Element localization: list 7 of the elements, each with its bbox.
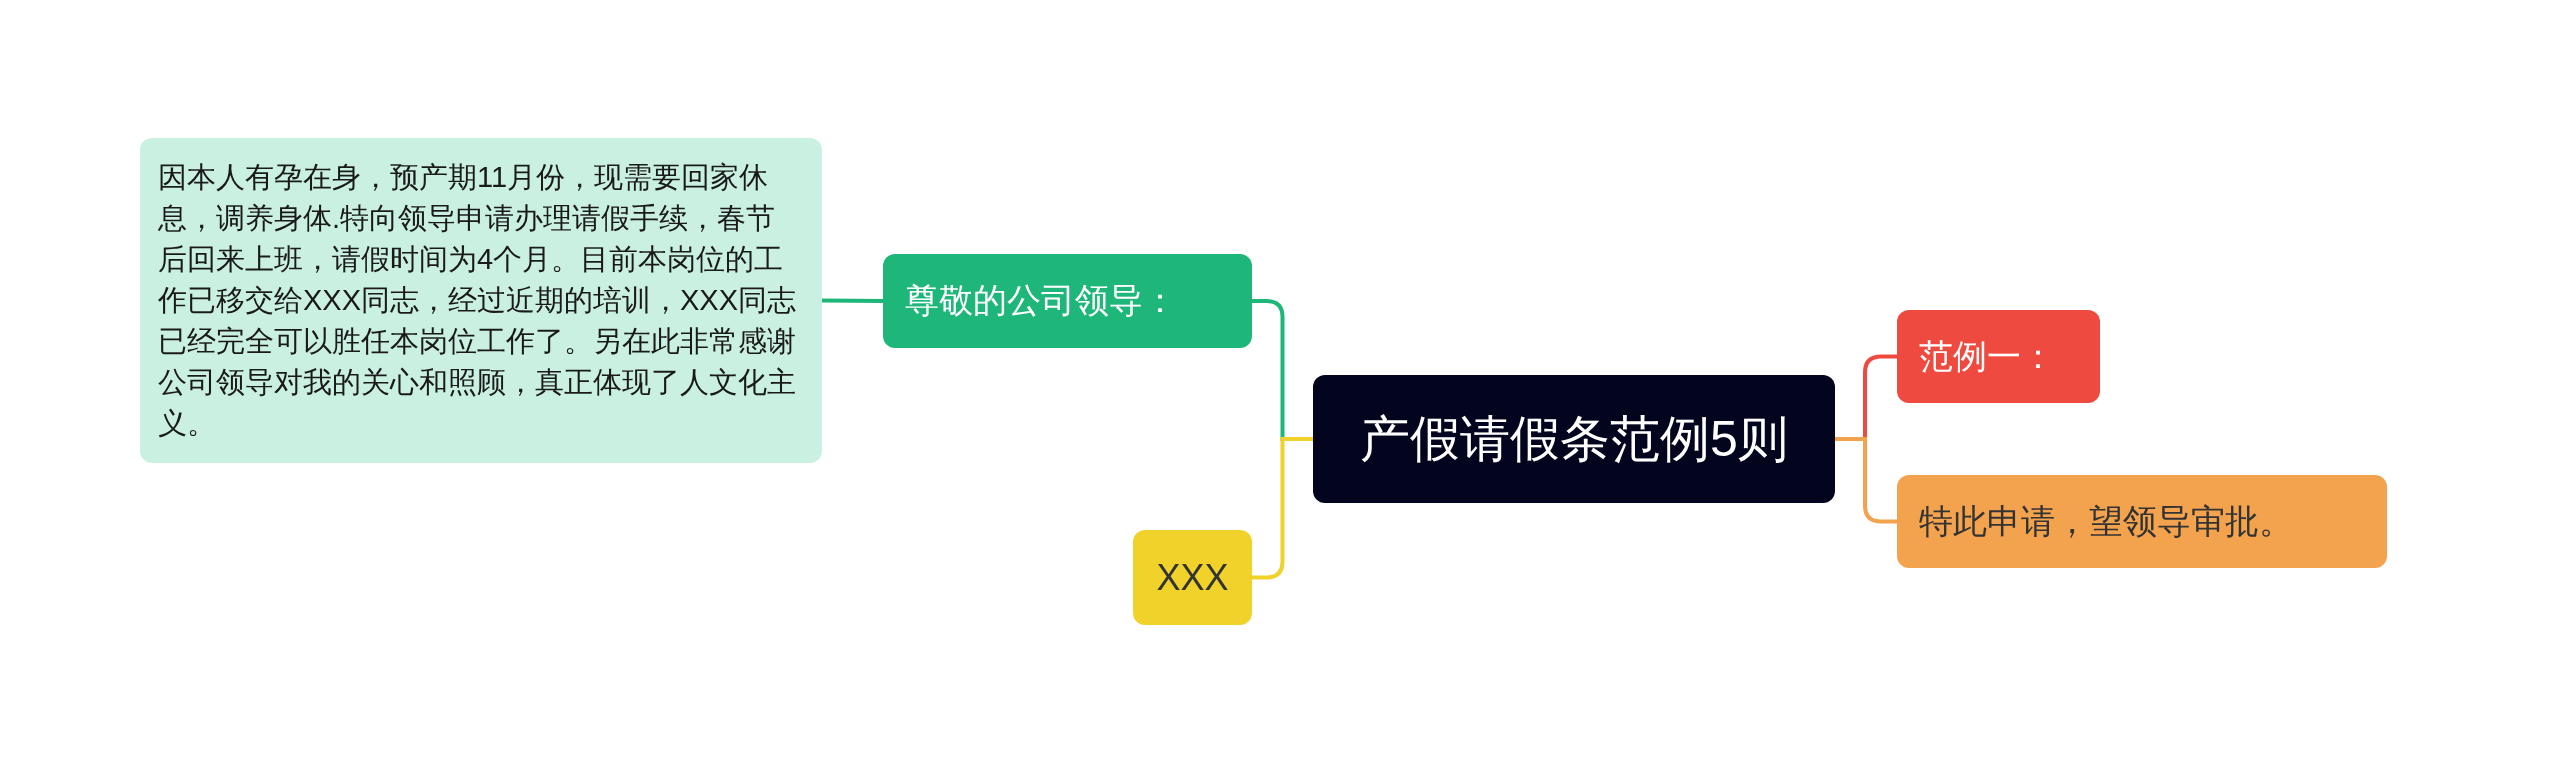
connector-line [822,298,883,303]
note-box: 因本人有孕在身，预产期11月份，现需要回家休息，调养身体.特向领导申请办理请假手续，春节后回来上班，请假时间为4个月。目前本岗位的工作已移交给XXX同志，经过近期的培训，XXX同志已经完全可以胜任本岗位工作了。另在此非常感谢公司领导对我的关心和照顾，真正体现了人文化主义。 [140,138,822,463]
branch-box: 特此申请，望领导审批。 [1897,475,2387,568]
branch-box: XXX [1133,530,1252,625]
branch-box: 范例一： [1897,310,2100,403]
branch-box: 尊敬的公司领导： [883,254,1252,348]
central-topic-box: 产假请假条范例5则 [1313,375,1835,503]
